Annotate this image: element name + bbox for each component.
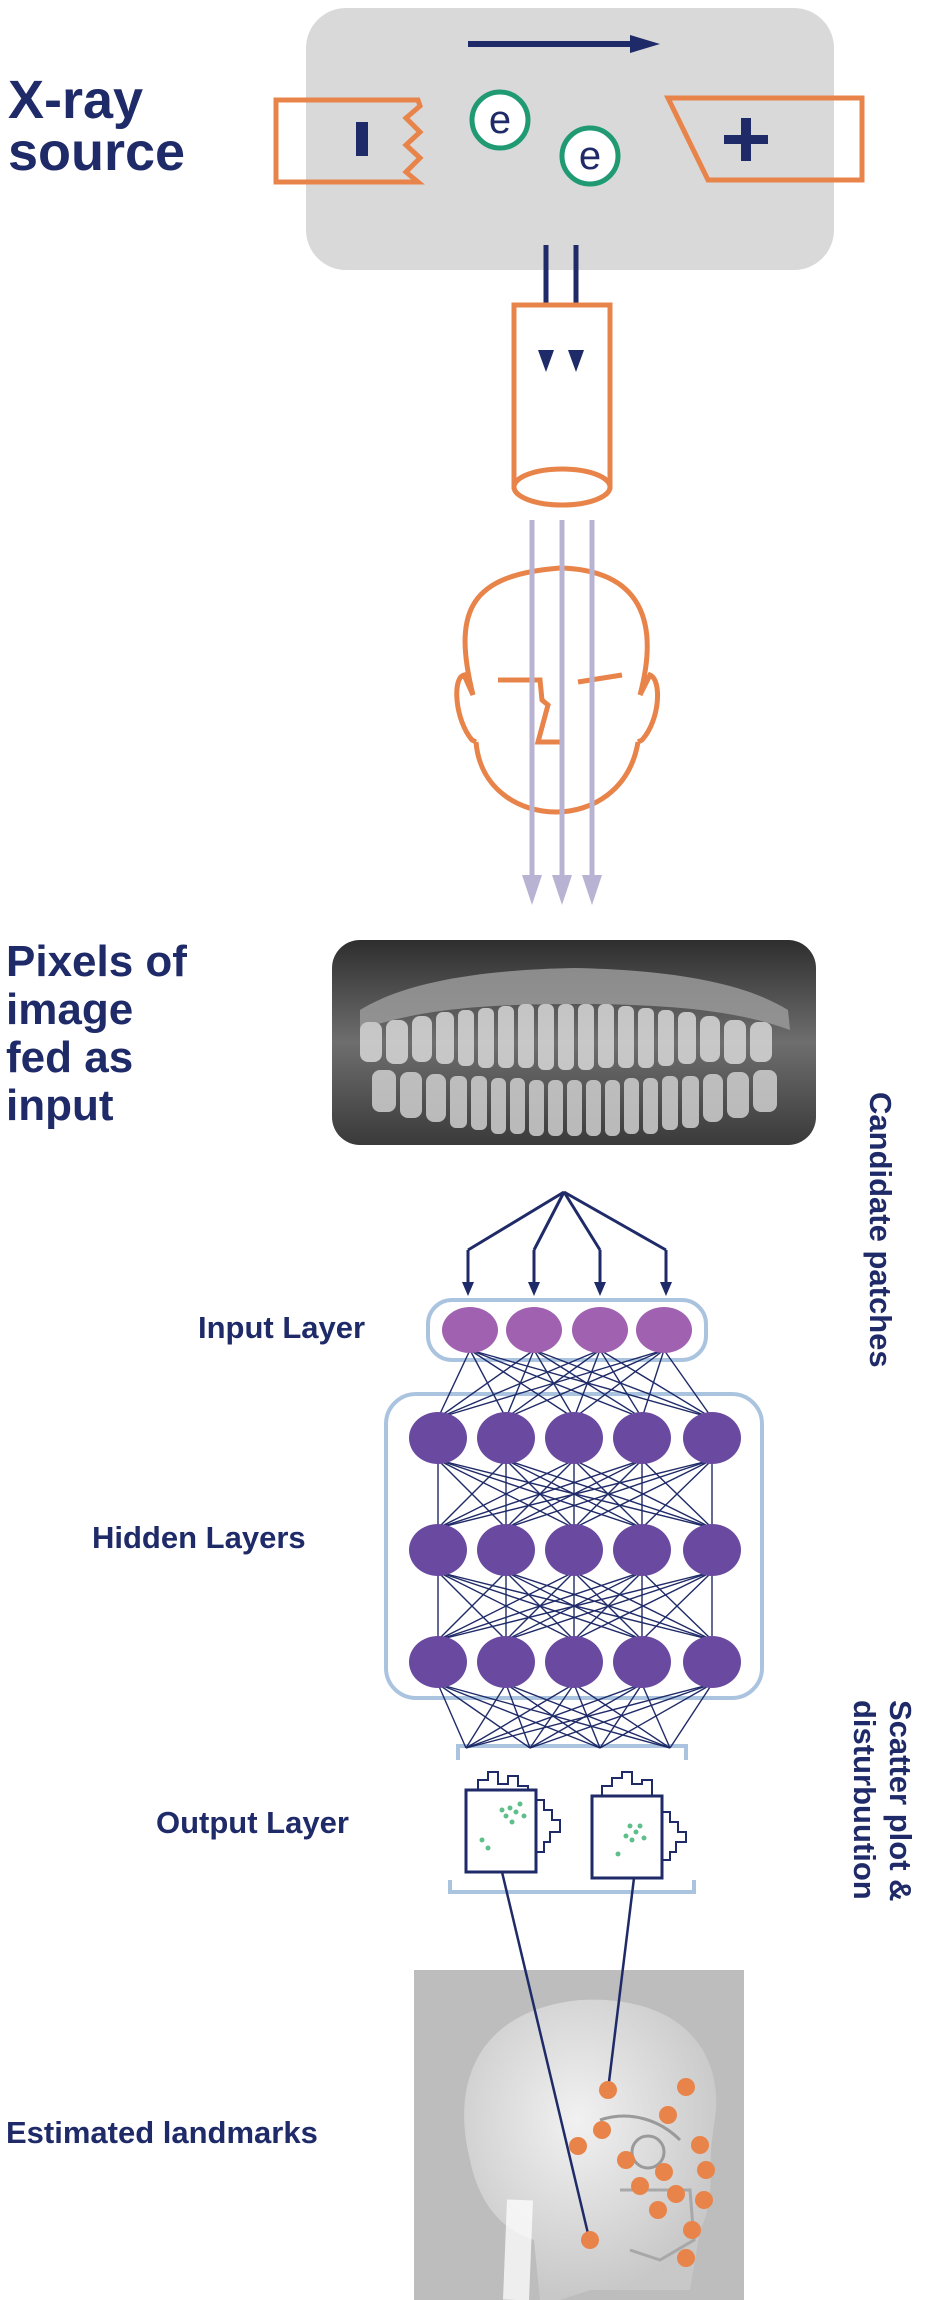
- output-panel-left: [466, 1772, 560, 1872]
- landmark-point: [691, 2136, 709, 2154]
- hidden-node: [477, 1412, 535, 1464]
- landmark-point: [677, 2249, 695, 2267]
- landmark-point: [631, 2177, 649, 2195]
- hidden-node: [545, 1412, 603, 1464]
- landmark-point: [593, 2121, 611, 2139]
- network-edge: [506, 1684, 530, 1748]
- xray-tube: e e: [276, 8, 862, 270]
- hidden-node: [545, 1636, 603, 1688]
- hidden-node: [409, 1636, 467, 1688]
- hidden-node: [545, 1524, 603, 1576]
- hidden-node: [683, 1636, 741, 1688]
- landmark-point: [695, 2191, 713, 2209]
- hidden-node: [683, 1524, 741, 1576]
- output-layer-bottom-bracket: [450, 1880, 694, 1892]
- collimator: [514, 305, 610, 505]
- candidate-patch-arrows: [468, 1192, 666, 1290]
- cathode-minus-icon: [356, 122, 368, 156]
- landmark-point: [617, 2151, 635, 2169]
- landmark-point: [581, 2231, 599, 2249]
- hidden-node: [477, 1636, 535, 1688]
- landmark-point: [655, 2163, 673, 2181]
- landmark-point: [667, 2185, 685, 2203]
- electron-icon: e: [562, 128, 618, 184]
- landmark-point: [677, 2078, 695, 2096]
- electron-icon: e: [472, 92, 528, 148]
- landmark-point: [659, 2106, 677, 2124]
- svg-text:e: e: [579, 134, 601, 178]
- output-panel-right: [592, 1772, 686, 1878]
- candidate-patch-arrowheads: [462, 1282, 672, 1296]
- hidden-node: [613, 1412, 671, 1464]
- landmark-point: [569, 2137, 587, 2155]
- head-outline: [457, 568, 658, 812]
- input-node: [506, 1307, 562, 1353]
- network-nodes: [409, 1307, 741, 1688]
- landmark-point: [697, 2161, 715, 2179]
- xray-beam-arrowheads: [522, 875, 602, 905]
- output-layer-top-bracket: [458, 1746, 686, 1760]
- panoramic-xray-image: [332, 940, 816, 1145]
- hidden-node: [409, 1524, 467, 1576]
- hidden-node: [409, 1412, 467, 1464]
- svg-text:e: e: [489, 98, 511, 142]
- hidden-node: [613, 1636, 671, 1688]
- hidden-node: [477, 1524, 535, 1576]
- input-node: [442, 1307, 498, 1353]
- hidden-node: [613, 1524, 671, 1576]
- input-node: [636, 1307, 692, 1353]
- input-node: [572, 1307, 628, 1353]
- landmark-point: [599, 2081, 617, 2099]
- landmark-point: [683, 2221, 701, 2239]
- landmark-point: [649, 2201, 667, 2219]
- cephalometric-xray: [414, 1970, 744, 2300]
- hidden-node: [683, 1412, 741, 1464]
